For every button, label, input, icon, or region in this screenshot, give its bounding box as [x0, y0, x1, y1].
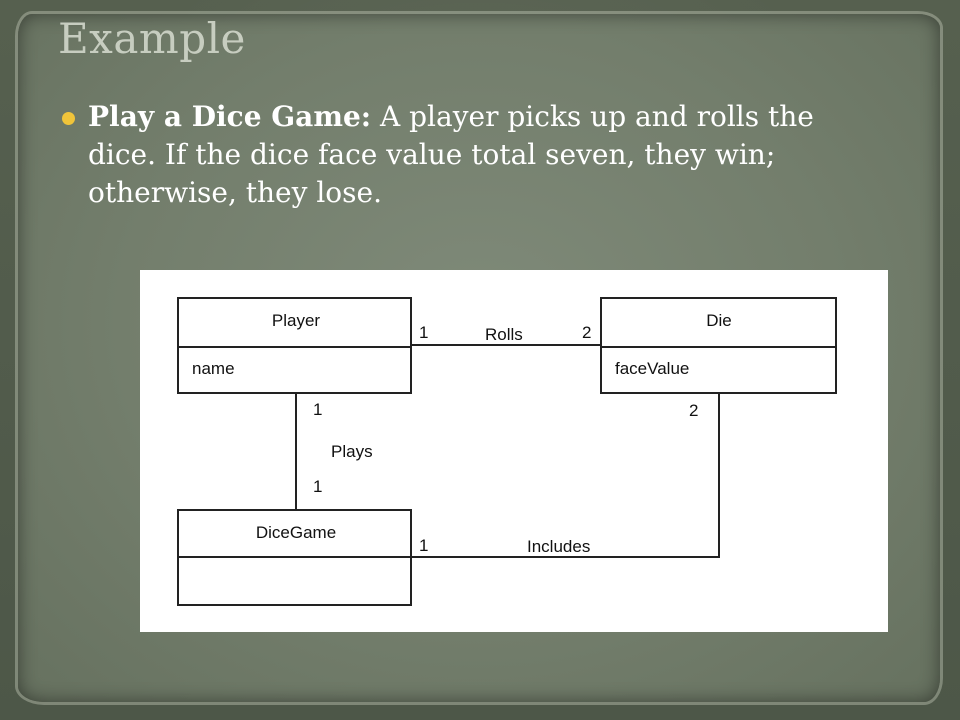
- player-class-name: Player: [272, 311, 321, 330]
- bullet-dot-icon: [62, 112, 75, 125]
- slide-title: Example: [58, 14, 246, 63]
- plays-player-multiplicity: 1: [313, 400, 322, 419]
- dicegame-class-name: DiceGame: [256, 523, 336, 542]
- includes-association-line: [411, 393, 720, 558]
- rolls-player-multiplicity: 1: [419, 323, 428, 342]
- includes-label: Includes: [527, 537, 590, 556]
- bullet-text: Play a Dice Game: A player picks up and …: [88, 98, 842, 212]
- die-class-name: Die: [706, 311, 732, 330]
- uml-diagram-svg: Player name Die faceValue DiceGame 1 Rol…: [177, 297, 837, 606]
- plays-label: Plays: [331, 442, 373, 461]
- uml-class-diagram: Player name Die faceValue DiceGame 1 Rol…: [140, 270, 888, 632]
- rolls-die-multiplicity: 2: [582, 323, 591, 342]
- bullet-item: Play a Dice Game: A player picks up and …: [62, 98, 842, 212]
- plays-game-multiplicity: 1: [313, 477, 322, 496]
- bullet-body: A player picks up and rolls the dice. If…: [88, 100, 814, 209]
- player-class-attribute: name: [192, 359, 235, 378]
- includes-game-multiplicity: 1: [419, 536, 428, 555]
- includes-die-multiplicity: 2: [689, 401, 698, 420]
- die-class-attribute: faceValue: [615, 359, 689, 378]
- bullet-label: Play a Dice Game:: [88, 100, 372, 133]
- rolls-label: Rolls: [485, 325, 523, 344]
